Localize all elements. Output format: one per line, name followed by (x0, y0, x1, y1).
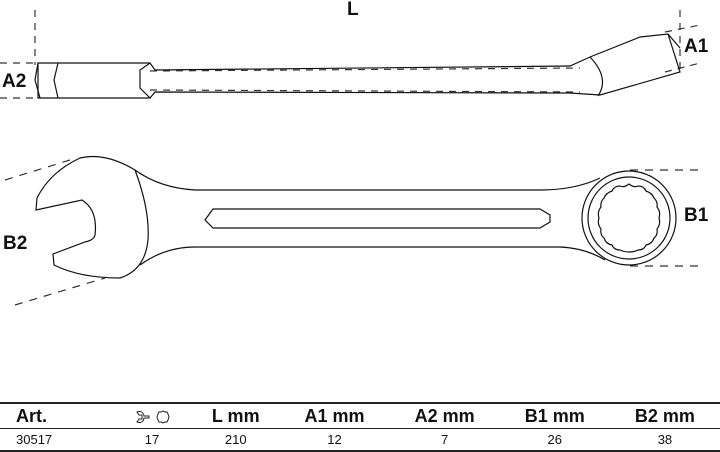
header-b2-mm: B2 mm (609, 402, 720, 429)
dimension-label-a1: A1 (684, 36, 709, 57)
dimension-label-a2: A2 (2, 71, 27, 92)
cell-b1: 26 (499, 428, 610, 452)
dimension-guides (0, 10, 701, 99)
specs-table: Art. L mm A1 mm A2 mm B1 mm B2 mm 30517 … (0, 402, 720, 452)
12-point-ring-profile (597, 183, 661, 253)
cell-a1: 12 (279, 428, 390, 452)
dimension-label-l: L (347, 0, 359, 20)
header-size-icons (112, 402, 192, 429)
cell-art: 30517 (0, 428, 112, 452)
dimension-label-b2: B2 (3, 233, 28, 254)
header-a1-mm: A1 mm (279, 402, 390, 429)
top-view-guides (4, 159, 705, 306)
header-b1-mm: B1 mm (499, 402, 610, 429)
ring-12-point-icon (155, 410, 170, 424)
dimension-label-b1: B1 (684, 205, 709, 226)
wrench-side-view (34, 33, 681, 99)
combination-wrench-drawing (0, 10, 705, 306)
header-a2-mm: A2 mm (389, 402, 500, 429)
cell-l: 210 (192, 428, 280, 452)
header-l-mm: L mm (192, 402, 280, 429)
wrench-top-view (35, 155, 677, 279)
open-end-wrench-icon (136, 410, 150, 423)
cell-size: 17 (112, 428, 192, 452)
cell-a2: 7 (389, 428, 500, 452)
header-art: Art. (0, 402, 112, 429)
cell-b2: 38 (609, 428, 720, 452)
specs-header-row: Art. L mm A1 mm A2 mm B1 mm B2 mm (0, 402, 720, 429)
table-row: 30517 17 210 12 7 26 38 (0, 428, 720, 452)
